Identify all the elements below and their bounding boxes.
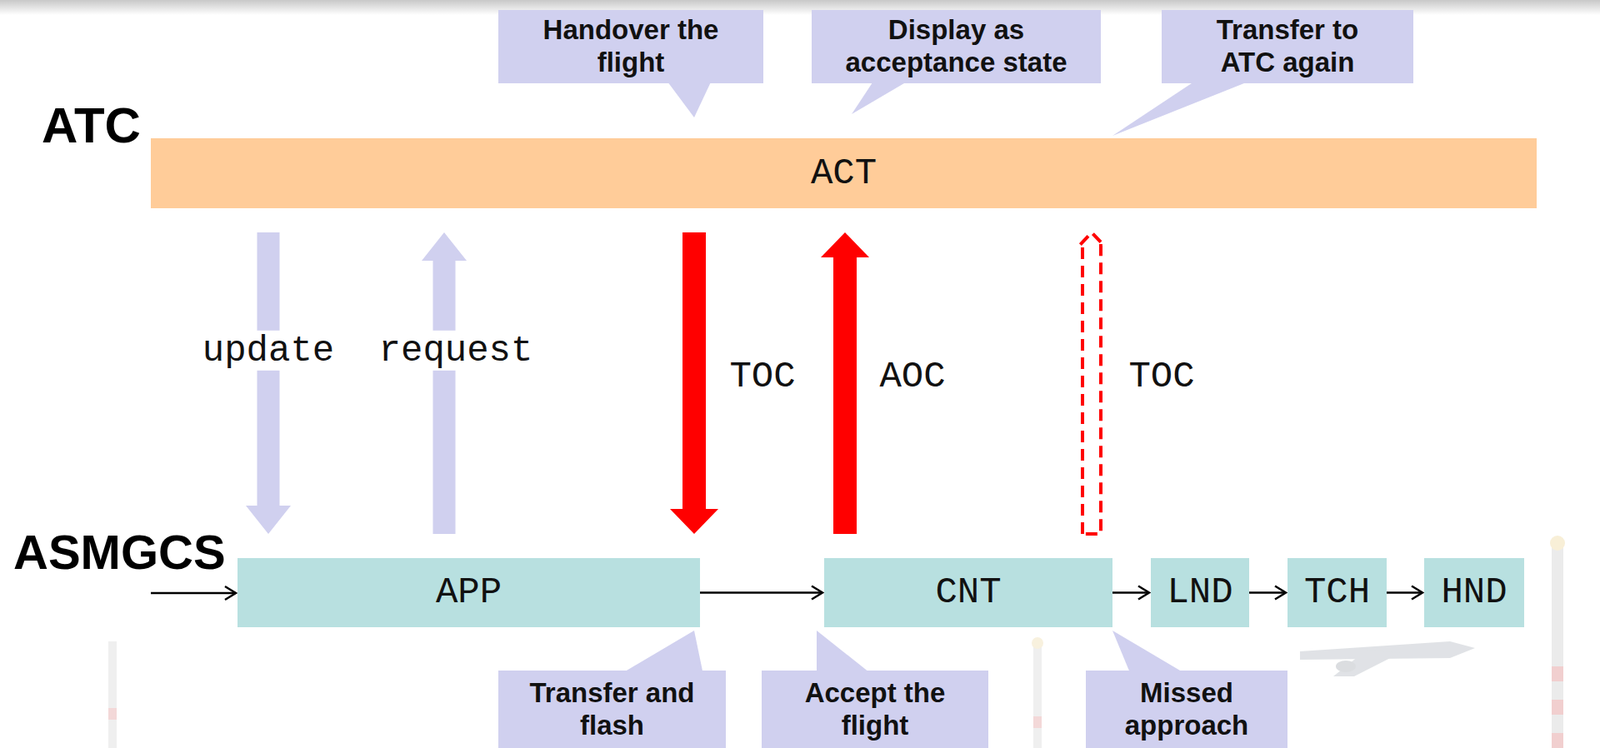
system-label: ASMGCS	[13, 528, 226, 577]
runway-poles	[108, 535, 1565, 748]
node-text: Missed approach	[1095, 677, 1278, 743]
node-text: HND	[1440, 572, 1507, 613]
edge-label: TOC	[726, 356, 798, 397]
state-box: LND	[1150, 558, 1250, 628]
message-arrow	[245, 232, 291, 535]
flow-arrow	[700, 586, 823, 600]
message-arrow	[421, 232, 467, 535]
system-label: ATC	[41, 100, 141, 151]
node-text: CNT	[935, 572, 1001, 613]
node-text: Transfer and flash	[508, 677, 716, 743]
callout-box: Display as acceptance state	[811, 10, 1101, 84]
callout-box: Transfer to ATC again	[1161, 10, 1414, 84]
state-box: TCH	[1287, 558, 1387, 628]
callout-box: Handover the flight	[498, 10, 764, 84]
transfer-arrow	[820, 232, 870, 535]
edge-label: AOC	[876, 356, 948, 397]
node-text: LND	[1166, 572, 1233, 613]
dashed-transfer-arrow	[1079, 232, 1105, 535]
aircraft-silhouette	[1300, 641, 1475, 677]
edge-label: TOC	[1125, 356, 1197, 397]
edge-label: update	[200, 330, 337, 371]
callout-box: Accept the flight	[761, 670, 989, 748]
transfer-arrow	[670, 232, 719, 535]
flow-arrow	[1386, 586, 1423, 600]
node-text: TCH	[1304, 572, 1370, 613]
node-text: Accept the flight	[775, 677, 975, 743]
node-text: Transfer to ATC again	[1186, 14, 1389, 80]
callout-box: Transfer and flash	[498, 670, 726, 748]
node-text: Handover the flight	[511, 14, 750, 80]
callout-box: Missed approach	[1085, 670, 1288, 748]
flow-arrow	[1112, 586, 1150, 600]
edge-label: request	[376, 330, 536, 371]
node-text: ACT	[810, 153, 877, 194]
state-box: CNT	[824, 558, 1113, 628]
flow-arrow	[1249, 586, 1286, 600]
state-box: APP	[237, 558, 700, 628]
node-text: APP	[435, 572, 502, 613]
node-text: Display as acceptance state	[821, 14, 1091, 80]
state-box: HND	[1424, 558, 1525, 628]
state-band: ACT	[150, 138, 1537, 209]
incoming-arrow	[150, 586, 236, 600]
callout-tail	[1112, 75, 1265, 136]
